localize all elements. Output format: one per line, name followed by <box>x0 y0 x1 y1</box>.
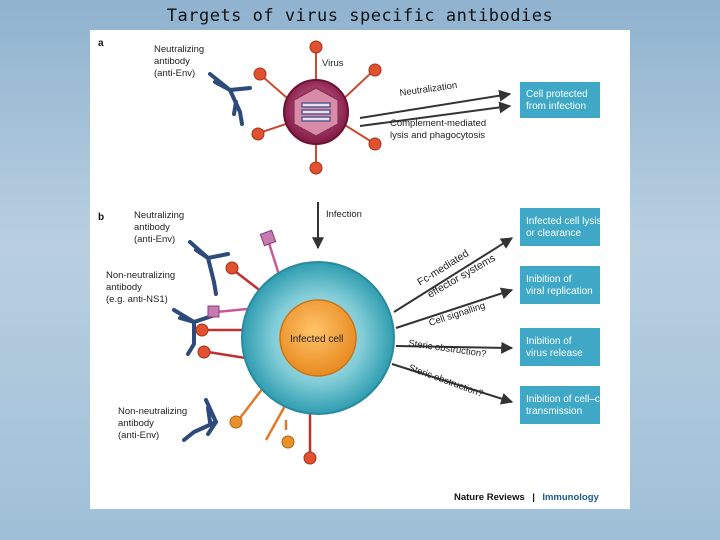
non-neutralizing-env-label: Non-neutralizing antibody (anti-Env) <box>118 406 190 441</box>
virus-particle <box>251 40 382 175</box>
infected-cell-label: Infected cell <box>290 334 343 345</box>
infected-cell <box>195 229 395 465</box>
panel-a-antibody-label: Neutralizing antibody (anti-Env) <box>154 44 207 79</box>
panel-a-letter: a <box>98 38 104 49</box>
outcome-box-replication <box>520 266 600 304</box>
figure-panel: a Neutralizing antibody (anti-Env) <box>90 30 630 509</box>
panel-b-letter: b <box>98 212 104 223</box>
virus-label: Virus <box>322 58 344 69</box>
outcome-box-lysis <box>520 208 600 246</box>
outcome-box-release-text: Inibition of virus release <box>526 336 583 359</box>
steric-release-arrow <box>395 341 514 354</box>
non-neutralizing-ns1-label: Non-neutralizing antibody (e.g. anti-NS1… <box>106 270 178 305</box>
infection-label: Infection <box>326 209 362 220</box>
slide-title: Targets of virus specific antibodies <box>166 6 554 26</box>
cell-signalling-arrow <box>395 287 514 329</box>
neutralizing-antibody-label-b: Neutralizing antibody (anti-Env) <box>134 210 187 245</box>
neutralization-label: Neutralization <box>399 80 458 99</box>
outcome-box-transmission-text: Inibition of cell–cell transmission <box>526 394 613 417</box>
outcome-box-release <box>520 328 600 366</box>
steric-transmission-arrow <box>391 363 514 405</box>
antibody-icon <box>188 240 230 296</box>
outcome-box-transmission <box>520 386 600 424</box>
antibody-icon <box>208 72 252 126</box>
outcome-box-protected-text: Cell protected from infection <box>526 89 590 112</box>
antibody-icon <box>172 308 214 356</box>
outcome-box-lysis-text: Infected cell lysis or clearance <box>526 216 604 239</box>
outcome-box-protected <box>520 82 600 118</box>
cell-signalling-label: Cell signalling <box>428 300 487 329</box>
outcome-box-replication-text: Inibition of viral replication <box>526 274 593 297</box>
diagram-canvas: a Neutralizing antibody (anti-Env) <box>98 38 613 504</box>
fc-effector-arrow <box>393 237 514 313</box>
complement-arrow <box>359 101 512 127</box>
neutralization-arrow <box>359 89 512 119</box>
antibody-icon <box>182 398 219 442</box>
complement-label: Complement-mediated lysis and phagocytos… <box>390 118 489 141</box>
steric-obstruction-label-1: Steric obstruction? <box>408 338 487 360</box>
steric-obstruction-label-2: Steric obstruction? <box>407 362 485 399</box>
journal-credit: Nature Reviews | Immunology <box>454 487 600 504</box>
